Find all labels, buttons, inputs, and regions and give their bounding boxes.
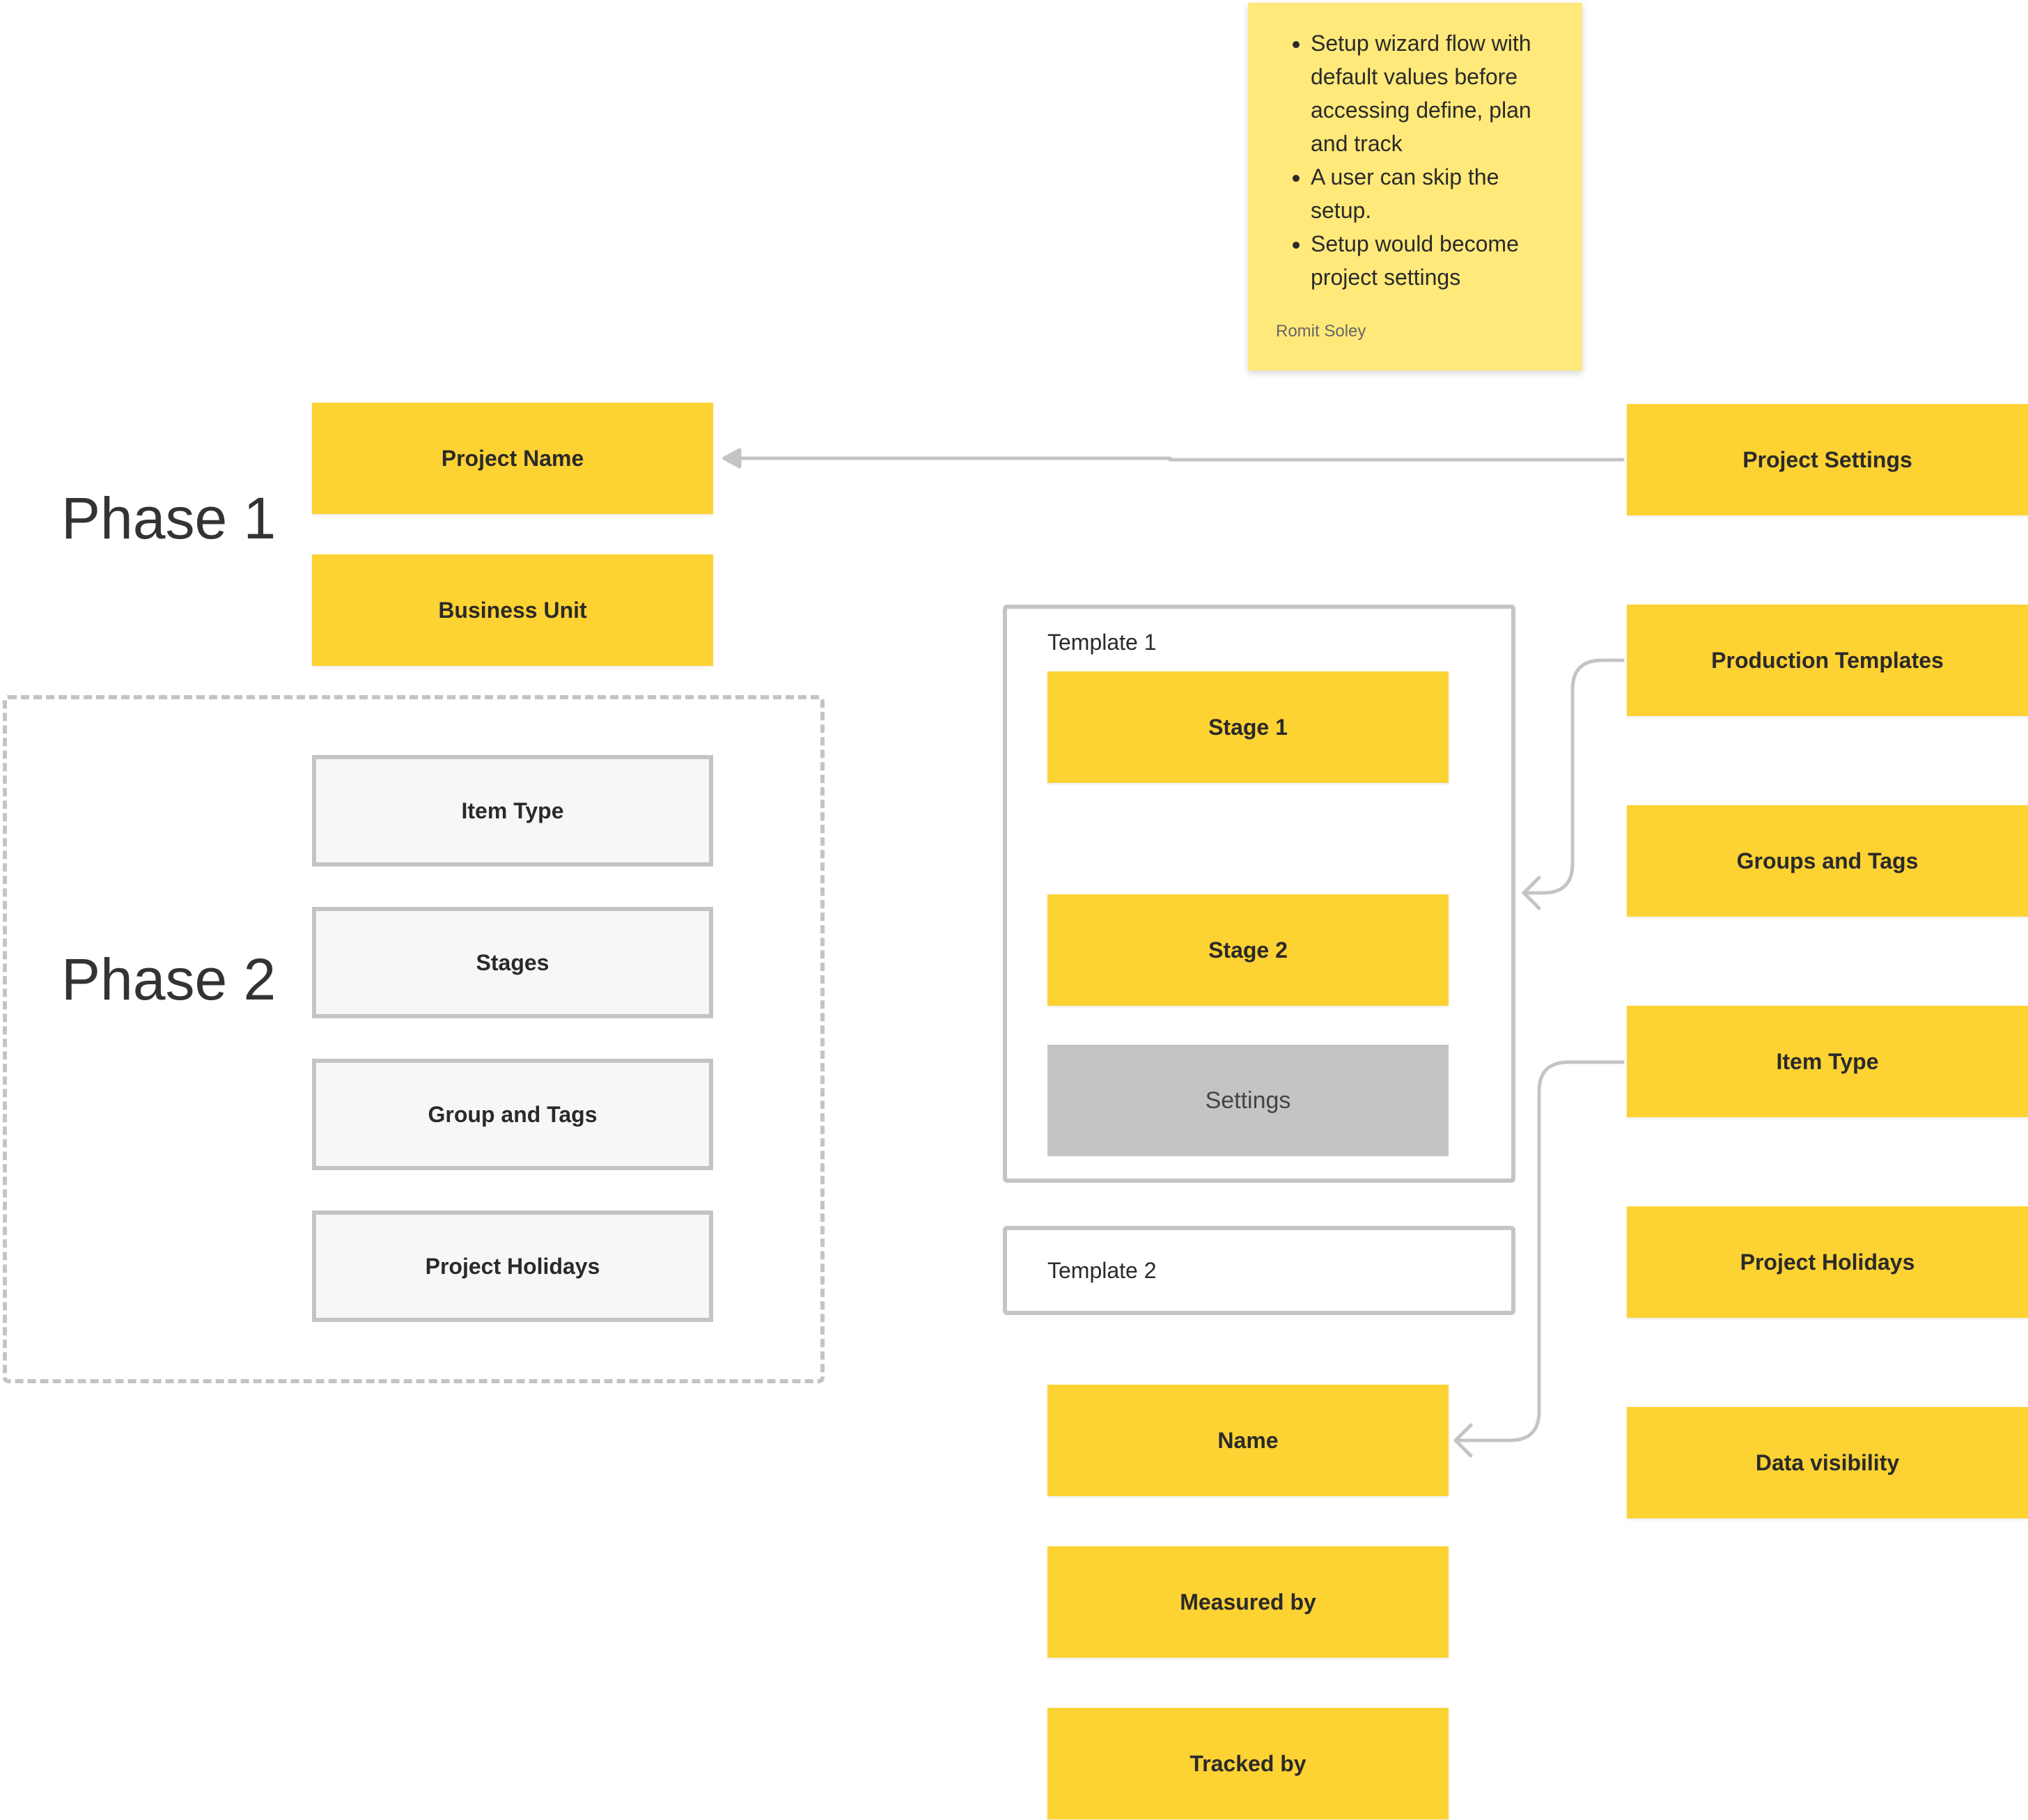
stage-2-box[interactable]: Stage 2: [1047, 894, 1449, 1006]
production-templates-box[interactable]: Production Templates: [1627, 605, 2028, 716]
tracked-by-box[interactable]: Tracked by: [1047, 1708, 1449, 1819]
template-1-label: Template 1: [1047, 630, 1157, 655]
note-bullets: Setup wizard flow with default values be…: [1276, 26, 1554, 294]
connector-project-settings-to-project-name: [722, 456, 1625, 462]
arrowhead-project-name: [722, 448, 742, 469]
business-unit-box[interactable]: Business Unit: [312, 554, 713, 666]
arrowhead-template1: [1522, 876, 1541, 910]
measured-by-box[interactable]: Measured by: [1047, 1546, 1449, 1658]
phase-1-label: Phase 1: [61, 485, 276, 551]
template-2-frame[interactable]: [1003, 1226, 1515, 1315]
connector-item-type-to-name: [1453, 1060, 1625, 1442]
phase2-stages-box[interactable]: Stages: [312, 907, 713, 1018]
phase2-group-and-tags-box[interactable]: Group and Tags: [312, 1059, 713, 1170]
stage-1-box[interactable]: Stage 1: [1047, 671, 1449, 783]
arrowhead-name: [1453, 1423, 1473, 1458]
groups-and-tags-box[interactable]: Groups and Tags: [1627, 805, 2028, 917]
note-bullet: Setup wizard flow with default values be…: [1311, 26, 1554, 160]
item-type-box[interactable]: Item Type: [1627, 1006, 2028, 1117]
note-bullet: Setup would become project settings: [1311, 227, 1554, 294]
name-box[interactable]: Name: [1047, 1385, 1449, 1496]
phase-2-group: [3, 695, 825, 1383]
template-settings-box[interactable]: Settings: [1047, 1045, 1449, 1156]
note-author: Romit Soley: [1276, 322, 1366, 341]
connector-production-templates-to-template1: [1522, 658, 1625, 895]
project-settings-box[interactable]: Project Settings: [1627, 404, 2028, 515]
phase-2-label: Phase 2: [61, 947, 276, 1012]
template-2-label: Template 2: [1047, 1258, 1157, 1283]
data-visibility-box[interactable]: Data visibility: [1627, 1407, 2028, 1518]
note-bullet: A user can skip the setup.: [1311, 160, 1554, 227]
project-name-box[interactable]: Project Name: [312, 403, 713, 514]
sticky-note: Setup wizard flow with default values be…: [1248, 3, 1582, 371]
phase2-project-holidays-box[interactable]: Project Holidays: [312, 1211, 713, 1322]
phase2-item-type-box[interactable]: Item Type: [312, 755, 713, 866]
project-holidays-box[interactable]: Project Holidays: [1627, 1206, 2028, 1318]
